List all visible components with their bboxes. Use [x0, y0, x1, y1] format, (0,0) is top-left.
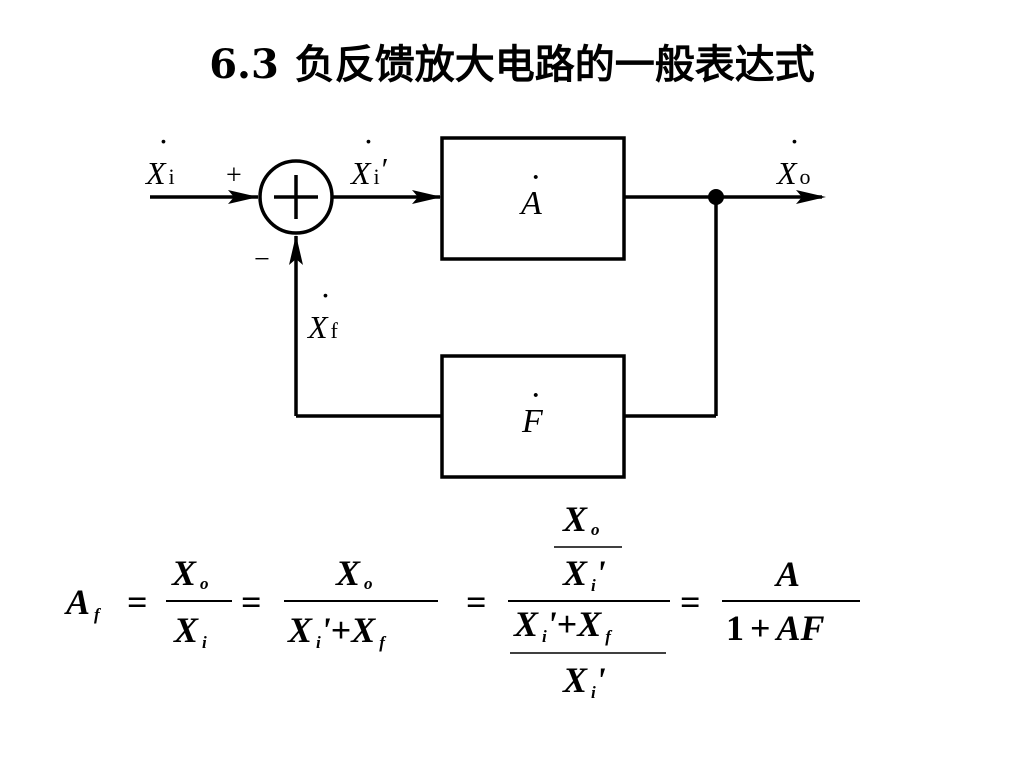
plus-sign: +	[226, 160, 242, 191]
eq-equals-4: =	[680, 582, 701, 622]
feedback-label-main: X	[306, 309, 329, 345]
junction-dot	[708, 189, 724, 205]
net-input-label-prime: ′	[380, 151, 388, 187]
input-label-dot: ·	[159, 123, 167, 159]
feedback-label-sub: f	[331, 318, 339, 343]
net-input-arrowhead	[412, 190, 442, 204]
eq-equals-2: =	[241, 582, 262, 622]
amplifier-block-label: A	[519, 185, 542, 222]
page-title: 6.3 负反馈放大电路的一般表达式	[0, 32, 1024, 90]
input-arrowhead	[228, 190, 258, 204]
section-title: 负反馈放大电路的一般表达式	[294, 41, 815, 88]
output-label-dot: ·	[790, 123, 798, 159]
net-input-label-sub: i	[374, 164, 380, 189]
minus-sign: −	[254, 244, 270, 275]
output-label-main: X	[775, 155, 798, 191]
net-input-label-main: X	[349, 155, 372, 191]
input-label-sub: i	[169, 164, 175, 189]
feedback-block-label: F	[521, 403, 544, 440]
eq-equals-3: =	[466, 582, 487, 622]
feedback-block-dot: ·	[531, 377, 540, 414]
output-label-sub: o	[800, 164, 811, 189]
amplifier-block-dot: ·	[531, 159, 540, 196]
feedback-label-dot: ·	[321, 277, 329, 313]
section-number: 6.3	[209, 41, 279, 88]
eq-result-num: A	[774, 554, 800, 594]
net-input-label-dot: ·	[364, 123, 372, 159]
input-label-main: X	[144, 155, 167, 191]
output-arrowhead	[796, 190, 826, 204]
eq-result-den: 1+AF	[726, 608, 825, 648]
eq-equals-1: =	[127, 582, 148, 622]
feedback-arrowhead	[289, 235, 303, 265]
